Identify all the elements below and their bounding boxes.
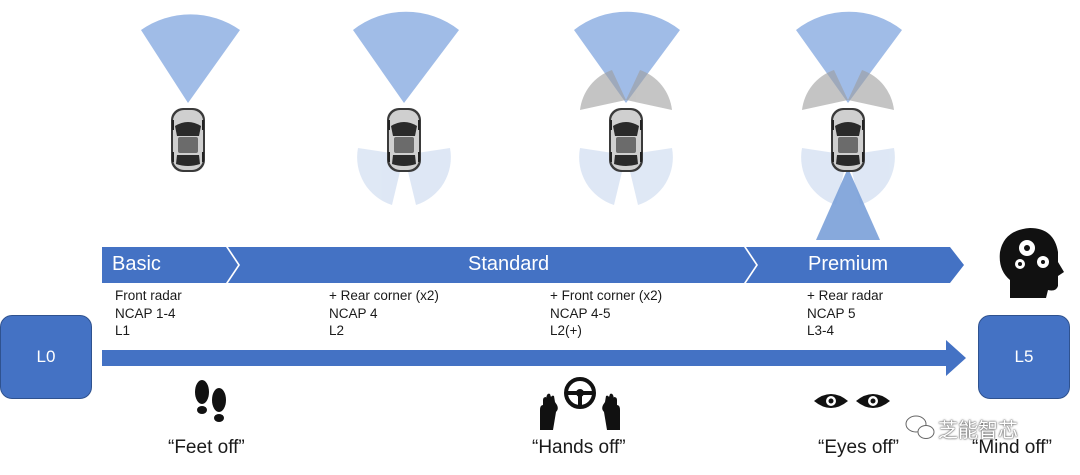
spec-column-premium: + Rear radar NCAP 5 L3-4 [807, 287, 883, 340]
spec-line: L3-4 [807, 323, 835, 338]
front-corner-radars [580, 70, 894, 110]
rear-radar-cone [816, 168, 880, 240]
watermark: 芝能智芯 [938, 414, 1018, 443]
tier-premium-label: Premium [808, 253, 889, 275]
car-icon [387, 108, 421, 172]
tier-basic-label: Basic [112, 253, 161, 275]
footprints-icon [195, 380, 226, 422]
spec-column-basic: Front radar NCAP 1-4 L1 [115, 287, 182, 340]
spec-line: + Rear radar [807, 288, 884, 303]
spec-line: L2 [329, 323, 345, 338]
spec-line: L2(+) [550, 323, 582, 338]
caption-mind-off: “Mind off” [972, 437, 1052, 458]
spec-column-standard-plus: + Front corner (x2) NCAP 4-5 L2(+) [550, 287, 662, 340]
watermark-text: 芝能智芯 [938, 420, 1018, 442]
level-l0-box: L0 [0, 315, 92, 399]
caption-hands-off: “Hands off” [532, 437, 626, 458]
spec-line: NCAP 4 [329, 305, 378, 321]
hands-steering-wheel-icon [540, 377, 620, 430]
spec-line: + Front corner (x2) [550, 288, 663, 303]
tier-standard-label: Standard [468, 253, 550, 275]
tier-banner [102, 247, 964, 283]
car-icon [831, 108, 865, 172]
level-l5-box: L5 [978, 315, 1070, 399]
caption-eyes-off: “Eyes off” [818, 437, 899, 458]
spec-line: Front radar [115, 288, 182, 303]
eyes-icon [814, 394, 890, 408]
front-radar-cones [141, 11, 902, 104]
spec-column-standard: + Rear corner (x2) NCAP 4 L2 [329, 287, 439, 340]
spec-line: NCAP 1-4 [115, 305, 176, 321]
progression-arrow [102, 340, 966, 376]
head-gears-icon [999, 228, 1064, 298]
car-icon [609, 108, 643, 172]
spec-line: NCAP 5 [807, 305, 856, 321]
car-icon [171, 108, 205, 172]
spec-line: L1 [115, 323, 131, 338]
spec-line: NCAP 4-5 [550, 305, 611, 321]
wechat-icon [905, 415, 935, 439]
spec-line: + Rear corner (x2) [329, 288, 439, 303]
caption-feet-off: “Feet off” [168, 437, 245, 458]
